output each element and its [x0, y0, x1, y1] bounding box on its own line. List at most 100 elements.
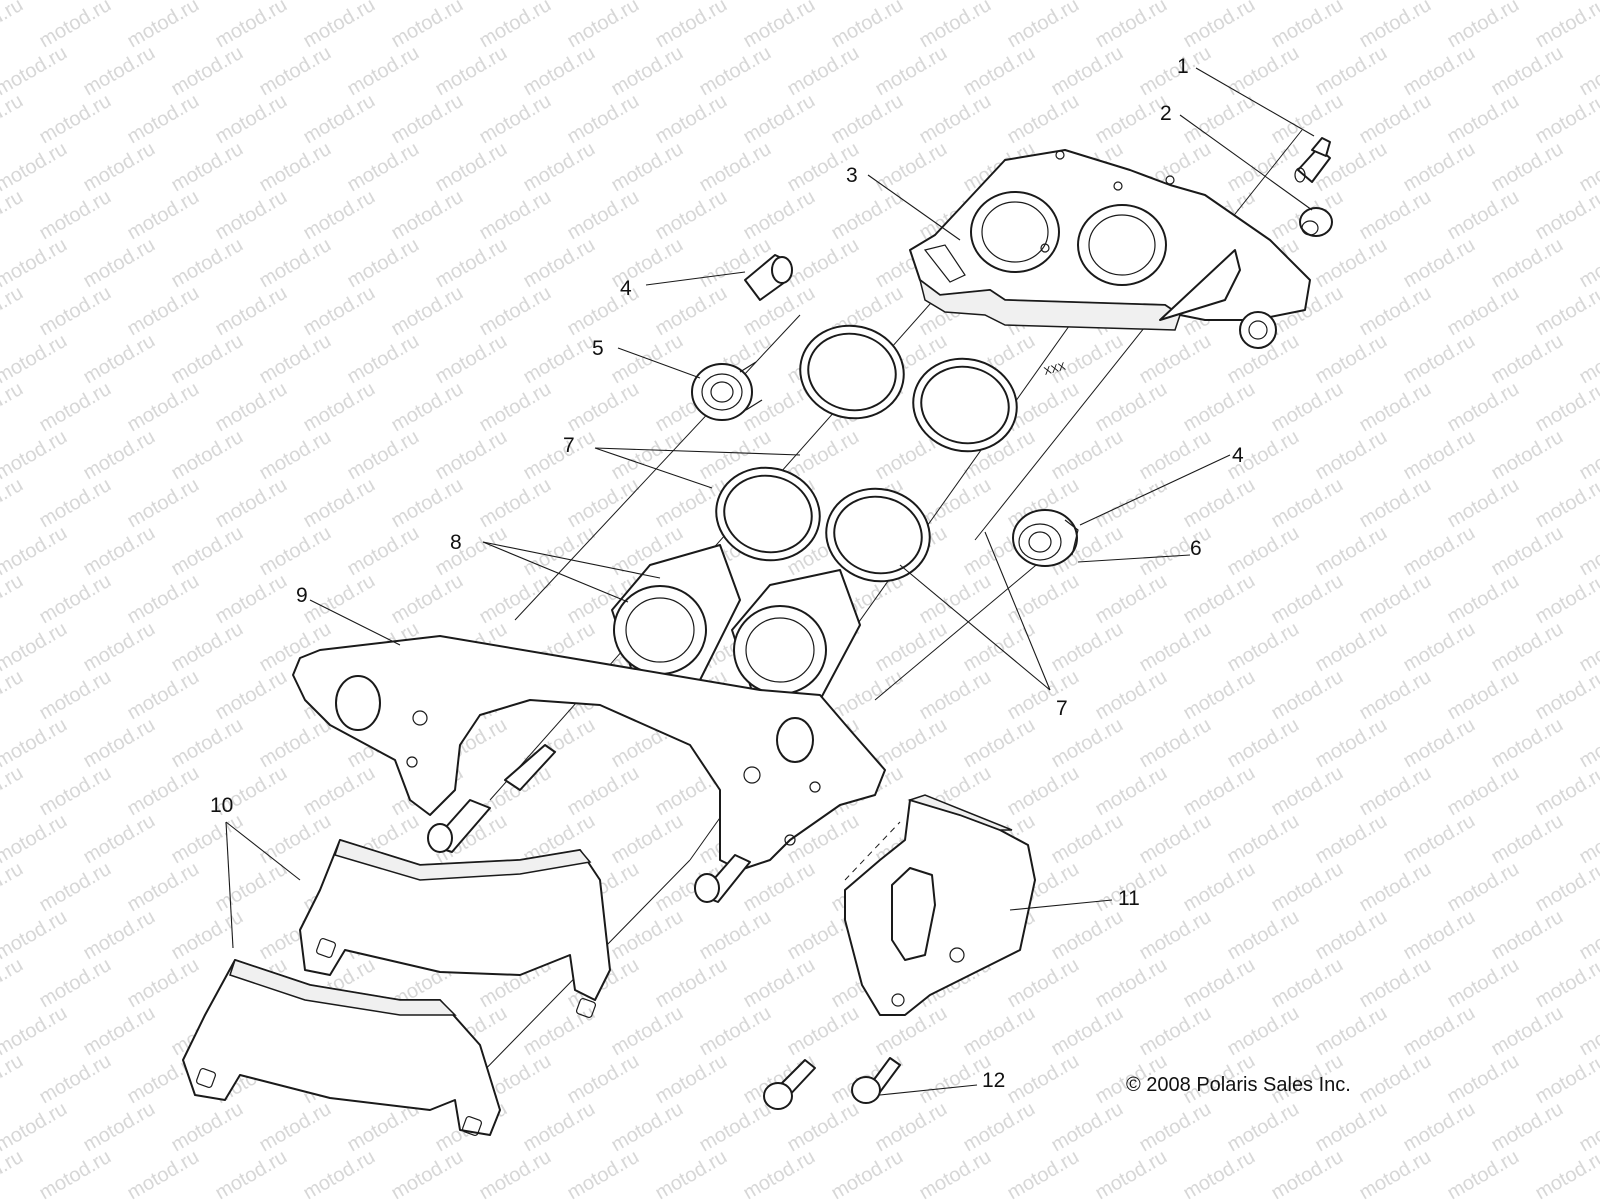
- watermark-text: motod.ru: [1356, 378, 1435, 437]
- watermark-text: motod.ru: [476, 474, 555, 533]
- watermark-text: motod.ru: [80, 1098, 159, 1157]
- watermark-text: motod.ru: [1444, 762, 1523, 821]
- watermark-text: motod.ru: [0, 1098, 71, 1157]
- watermark-text: motod.ru: [124, 1146, 203, 1200]
- watermark-text: motod.ru: [1004, 762, 1083, 821]
- watermark-text: motod.ru: [476, 378, 555, 437]
- watermark-text: motod.ru: [124, 378, 203, 437]
- watermark-text: motod.ru: [388, 0, 467, 52]
- watermark-text: motod.ru: [1312, 1002, 1391, 1061]
- watermark-text: motod.ru: [1136, 618, 1215, 677]
- watermark-text: motod.ru: [564, 90, 643, 149]
- watermark-text: motod.ru: [36, 1050, 115, 1109]
- watermark-text: motod.ru: [1400, 906, 1479, 965]
- watermark-text: motod.ru: [1180, 762, 1259, 821]
- watermark-text: motod.ru: [960, 42, 1039, 101]
- watermark-text: motod.ru: [1092, 378, 1171, 437]
- watermark-text: motod.ru: [256, 330, 335, 389]
- watermark-text: motod.ru: [1356, 666, 1435, 725]
- watermark-text: motod.ru: [1532, 378, 1600, 437]
- callout-leader-lines: [225, 67, 1315, 1096]
- watermark-text: motod.ru: [828, 1146, 907, 1200]
- watermark-text: motod.ru: [652, 1050, 731, 1109]
- watermark-text: motod.ru: [300, 474, 379, 533]
- watermark-text: motod.ru: [520, 522, 599, 581]
- watermark-text: motod.ru: [256, 42, 335, 101]
- watermark-text: motod.ru: [1532, 0, 1600, 52]
- watermark-text: motod.ru: [1400, 234, 1479, 293]
- watermark-text: motod.ru: [1356, 282, 1435, 341]
- watermark-text: motod.ru: [124, 90, 203, 149]
- watermark-text: motod.ru: [1268, 378, 1347, 437]
- watermark-text: motod.ru: [1532, 1146, 1600, 1200]
- watermark-text: motod.ru: [0, 714, 71, 773]
- watermark-text: motod.ru: [1136, 426, 1215, 485]
- watermark-text: motod.ru: [1488, 810, 1567, 869]
- watermark-text: motod.ru: [344, 330, 423, 389]
- watermark-text: motod.ru: [300, 378, 379, 437]
- watermark-text: motod.ru: [1444, 90, 1523, 149]
- watermark-text: motod.ru: [1224, 1098, 1303, 1157]
- watermark-text: motod.ru: [740, 282, 819, 341]
- watermark-text: motod.ru: [124, 666, 203, 725]
- watermark-text: motod.ru: [36, 762, 115, 821]
- watermark-text: motod.ru: [1180, 570, 1259, 629]
- callout-4-lower: 4: [1232, 444, 1244, 467]
- watermark-text: motod.ru: [1312, 906, 1391, 965]
- watermark-text: motod.ru: [80, 714, 159, 773]
- watermark-text: motod.ru: [212, 378, 291, 437]
- watermark-text: motod.ru: [0, 1050, 27, 1109]
- watermark-text: motod.ru: [1004, 570, 1083, 629]
- watermark-text: motod.ru: [432, 42, 511, 101]
- watermark-text: motod.ru: [740, 90, 819, 149]
- watermark-text: motod.ru: [1400, 42, 1479, 101]
- watermark-text: motod.ru: [80, 42, 159, 101]
- watermark-text: motod.ru: [1356, 570, 1435, 629]
- watermark-text: motod.ru: [36, 282, 115, 341]
- watermark-text: motod.ru: [1400, 1098, 1479, 1157]
- watermark-text: motod.ru: [872, 1098, 951, 1157]
- caliper-housing: XXX: [909, 149, 1311, 378]
- pin-boot-upper: [691, 361, 763, 421]
- watermark-text: motod.ru: [652, 90, 731, 149]
- watermark-text: motod.ru: [916, 0, 995, 52]
- watermark-text: motod.ru: [1444, 378, 1523, 437]
- watermark-text: motod.ru: [0, 90, 27, 149]
- watermark-text: motod.ru: [344, 42, 423, 101]
- watermark-text: motod.ru: [1444, 1050, 1523, 1109]
- watermark-text: motod.ru: [1356, 858, 1435, 917]
- callout-7-right: 7: [1056, 697, 1068, 720]
- watermark-text: motod.ru: [212, 858, 291, 917]
- watermark-text: motod.ru: [608, 810, 687, 869]
- mounting-bolts: [763, 1057, 901, 1110]
- watermark-text: motod.ru: [1532, 90, 1600, 149]
- watermark-text: motod.ru: [1136, 1098, 1215, 1157]
- watermark-text: motod.ru: [80, 330, 159, 389]
- watermark-text: motod.ru: [520, 1002, 599, 1061]
- watermark-text: motod.ru: [740, 0, 819, 52]
- watermark-text: motod.ru: [608, 42, 687, 101]
- copyright-notice: © 2008 Polaris Sales Inc.: [1126, 1074, 1351, 1096]
- watermark-text: motod.ru: [212, 282, 291, 341]
- watermark-text: motod.ru: [1356, 90, 1435, 149]
- watermark-text: motod.ru: [1180, 90, 1259, 149]
- watermark-text: motod.ru: [1400, 618, 1479, 677]
- watermark-text: motod.ru: [608, 138, 687, 197]
- watermark-text: motod.ru: [124, 762, 203, 821]
- watermark-text: motod.ru: [80, 906, 159, 965]
- watermark-text: motod.ru: [1356, 474, 1435, 533]
- watermark-text: motod.ru: [564, 1050, 643, 1109]
- callout-9: 9: [296, 584, 308, 607]
- watermark-text: motod.ru: [1312, 810, 1391, 869]
- watermark-text: motod.ru: [564, 378, 643, 437]
- watermark-text: motod.ru: [784, 1098, 863, 1157]
- watermark-text: motod.ru: [212, 666, 291, 725]
- callout-1: 1: [1177, 55, 1189, 78]
- watermark-text: motod.ru: [1268, 858, 1347, 917]
- watermark-text: motod.ru: [388, 570, 467, 629]
- watermark-text: motod.ru: [1400, 522, 1479, 581]
- watermark-text: motod.ru: [1268, 762, 1347, 821]
- watermark-text: motod.ru: [36, 570, 115, 629]
- watermark-text: motod.ru: [300, 1146, 379, 1200]
- watermark-text: motod.ru: [740, 1146, 819, 1200]
